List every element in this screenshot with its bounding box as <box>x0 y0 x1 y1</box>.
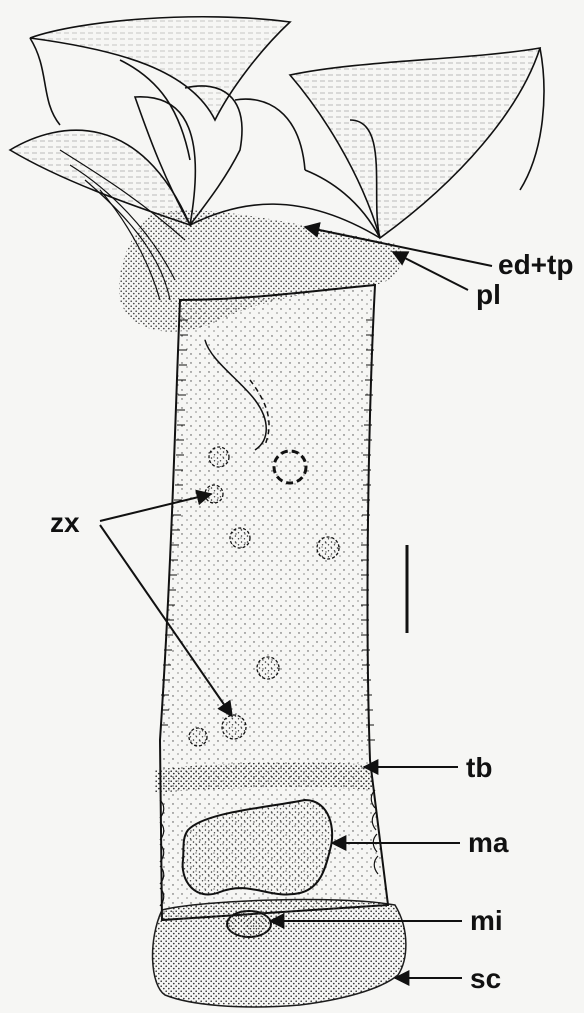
label-sc: sc <box>470 963 501 994</box>
label-ma: ma <box>468 827 509 858</box>
label-pl: pl <box>476 279 501 310</box>
scopula <box>153 900 406 1007</box>
label-zx: zx <box>50 507 80 538</box>
label-tb: tb <box>466 752 492 783</box>
label-mi: mi <box>470 905 503 936</box>
label-ed-tp: ed+tp <box>498 249 573 280</box>
